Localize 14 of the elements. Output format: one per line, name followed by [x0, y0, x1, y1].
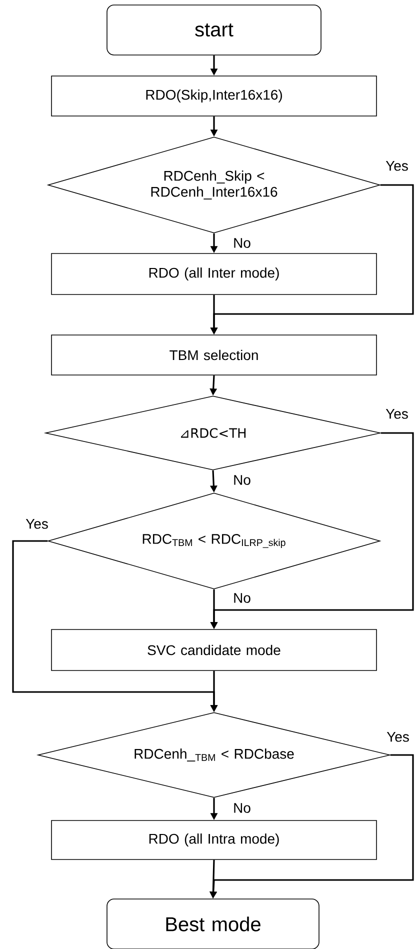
process-box: RDO (all Inter mode) [51, 253, 377, 295]
edge-label: No [232, 237, 252, 249]
edge-label: Yes [384, 408, 410, 420]
process-box: SVC candidate mode [51, 629, 377, 671]
edge-label: Yes [24, 518, 50, 530]
edge-label: No [232, 474, 252, 486]
edge-label: No [232, 592, 252, 604]
process-box: TBM selection [51, 334, 377, 376]
process-box: RDO(Skip,Inter16x16) [51, 76, 377, 116]
edge-label: No [232, 802, 252, 814]
edge-label: Yes [384, 160, 410, 172]
terminal-box: start [106, 4, 322, 56]
process-box: RDO (all Intra mode) [51, 820, 377, 860]
terminal-box: Best mode [106, 898, 320, 949]
